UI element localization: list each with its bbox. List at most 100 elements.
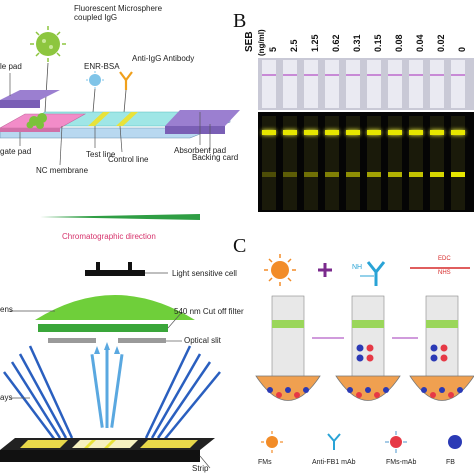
fluorescent-control-band bbox=[451, 130, 465, 135]
fluorescent-test-band bbox=[304, 172, 318, 177]
plus-icon bbox=[318, 263, 332, 277]
slit-label: Optical slit bbox=[184, 336, 221, 345]
fluorescent-microsphere-icon bbox=[30, 26, 66, 62]
absorbent-pad-label: Absorbent pad bbox=[174, 146, 227, 155]
fluorescent-control-band bbox=[409, 130, 423, 135]
fluorescent-control-band bbox=[388, 130, 402, 135]
strip-photo bbox=[262, 60, 276, 108]
fm-label-line2: coupled IgG bbox=[74, 13, 118, 22]
test-line-label: Test line bbox=[86, 150, 116, 159]
backing-card-label: Backing card bbox=[192, 153, 239, 162]
assay-well bbox=[409, 295, 474, 401]
fluorescent-test-band bbox=[409, 172, 423, 177]
legend-label: FMs bbox=[258, 459, 272, 466]
assay-well bbox=[335, 295, 401, 401]
cutoff-filter bbox=[38, 324, 168, 332]
filter-label: 540 nm Cut off filter bbox=[174, 307, 244, 316]
nhs-label: NHS bbox=[438, 270, 451, 276]
nh2-label: NH bbox=[352, 264, 363, 271]
optical-slit-right bbox=[118, 338, 166, 343]
fluorescent-test-band bbox=[262, 172, 276, 177]
lateral-flow-strip-diagram bbox=[0, 26, 240, 220]
legend-label: Anti-FB1 mAb bbox=[312, 459, 356, 466]
strip-control-band bbox=[325, 74, 339, 76]
legend-fb-icon bbox=[448, 435, 462, 449]
concentration-label: 5 bbox=[268, 46, 278, 52]
fluorescent-test-band bbox=[388, 172, 402, 177]
strip-fluorescent bbox=[325, 116, 339, 210]
strip-fluorescent bbox=[304, 116, 318, 210]
seb-axis-unit: (ng/ml) bbox=[257, 29, 266, 56]
fluorescent-test-band bbox=[346, 172, 360, 177]
test-line bbox=[88, 112, 110, 126]
fm-icon bbox=[264, 254, 296, 286]
concentration-label: 0.08 bbox=[394, 34, 404, 52]
mab-icon bbox=[360, 261, 386, 286]
strip-control-band bbox=[367, 74, 381, 76]
strip-photo bbox=[304, 60, 318, 108]
fluorescence-reader-diagram bbox=[0, 262, 221, 469]
fluorescent-control-band bbox=[283, 130, 297, 135]
rays-label: ays bbox=[0, 393, 13, 402]
lens-label: ens bbox=[0, 305, 13, 314]
strip-photo bbox=[430, 60, 444, 108]
edc-label: EDC bbox=[438, 256, 451, 262]
strip-fluorescent bbox=[262, 116, 276, 210]
panel-b-letter: B bbox=[233, 10, 247, 32]
lens bbox=[35, 295, 195, 320]
strip-control-band bbox=[262, 74, 276, 76]
strip-fluorescent bbox=[367, 116, 381, 210]
strip-photo bbox=[388, 60, 402, 108]
enr-bsa-label: ENR-BSA bbox=[84, 62, 120, 71]
microsphere-pointer bbox=[44, 62, 49, 113]
fluorescent-control-band bbox=[262, 130, 276, 135]
fluorescent-control-band bbox=[304, 130, 318, 135]
fluorescent-control-band bbox=[325, 130, 339, 135]
direction-arrow bbox=[40, 214, 200, 220]
excitation-rays-left bbox=[3, 345, 74, 441]
control-line-label: Control line bbox=[108, 155, 149, 164]
legend-fms-mab-icon bbox=[385, 431, 407, 453]
fluorescent-test-band bbox=[430, 172, 444, 177]
absorbent-pad bbox=[165, 110, 240, 126]
assay-well bbox=[255, 295, 321, 401]
fluorescent-control-band bbox=[346, 130, 360, 135]
panel-c-letter: C bbox=[233, 235, 247, 257]
nc-membrane-label: NC membrane bbox=[36, 166, 89, 175]
fluorescent-test-band bbox=[325, 172, 339, 177]
strip-photo bbox=[451, 60, 465, 108]
strip-fluorescent bbox=[409, 116, 423, 210]
legend-label: FMs-mAb bbox=[386, 459, 417, 466]
anti-igg-label: Anti-IgG Antibody bbox=[132, 54, 195, 63]
strip-control-band bbox=[304, 74, 318, 76]
strip-control-band bbox=[409, 74, 423, 76]
sample-pad bbox=[0, 90, 60, 100]
control-line bbox=[116, 112, 138, 126]
concentration-label: 0.02 bbox=[436, 34, 446, 52]
legend-label: FB bbox=[446, 459, 455, 466]
excitation-rays-right bbox=[144, 345, 221, 441]
fluorescent-test-band bbox=[451, 172, 465, 177]
strip-control-band bbox=[388, 74, 402, 76]
optical-slit-left bbox=[48, 338, 96, 343]
strip-photo bbox=[367, 60, 381, 108]
concentration-label: 1.25 bbox=[310, 34, 320, 52]
legend-fm-icon bbox=[261, 431, 283, 453]
strip-control-band bbox=[451, 74, 465, 76]
fluorescent-control-band bbox=[367, 130, 381, 135]
concentration-label: 0.31 bbox=[352, 34, 362, 52]
strip-fluorescent bbox=[283, 116, 297, 210]
light-sensitive-cell bbox=[85, 262, 145, 276]
strip-photo bbox=[409, 60, 423, 108]
strip-fluorescent bbox=[451, 116, 465, 210]
concentration-label: 0 bbox=[457, 46, 467, 52]
conjugation-scheme bbox=[255, 254, 474, 453]
legend-mab-icon bbox=[327, 433, 341, 450]
antibody-y-icon bbox=[119, 71, 133, 90]
seb-axis-title: SEB bbox=[244, 31, 255, 52]
strip-control-band bbox=[283, 74, 297, 76]
concentration-label: 0.04 bbox=[415, 34, 425, 52]
strip-label: Strip bbox=[192, 464, 209, 473]
microsphere-cluster bbox=[26, 113, 47, 129]
strip-fluorescent bbox=[388, 116, 402, 210]
